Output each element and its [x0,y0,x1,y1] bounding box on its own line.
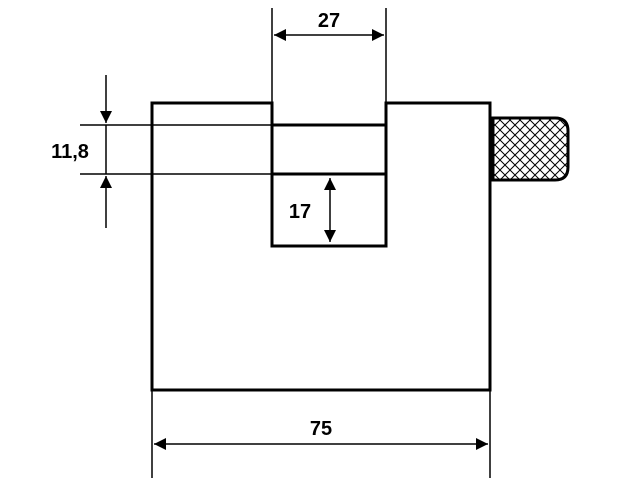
dimension-top-block-height: 11,8 [51,75,272,228]
dimension-label-17: 17 [289,201,311,223]
dimension-label-11-8: 11,8 [51,141,89,163]
slot-upper-block [270,123,388,176]
dimension-inner-opening-height: 17 [289,178,336,242]
dimension-label-27: 27 [318,10,340,32]
slot-lower-opening [270,172,388,248]
dimension-slot-width: 27 [271,8,387,103]
knurled-knob-icon [491,116,570,182]
dimension-label-75: 75 [310,418,332,440]
dimension-body-width: 75 [151,390,491,478]
